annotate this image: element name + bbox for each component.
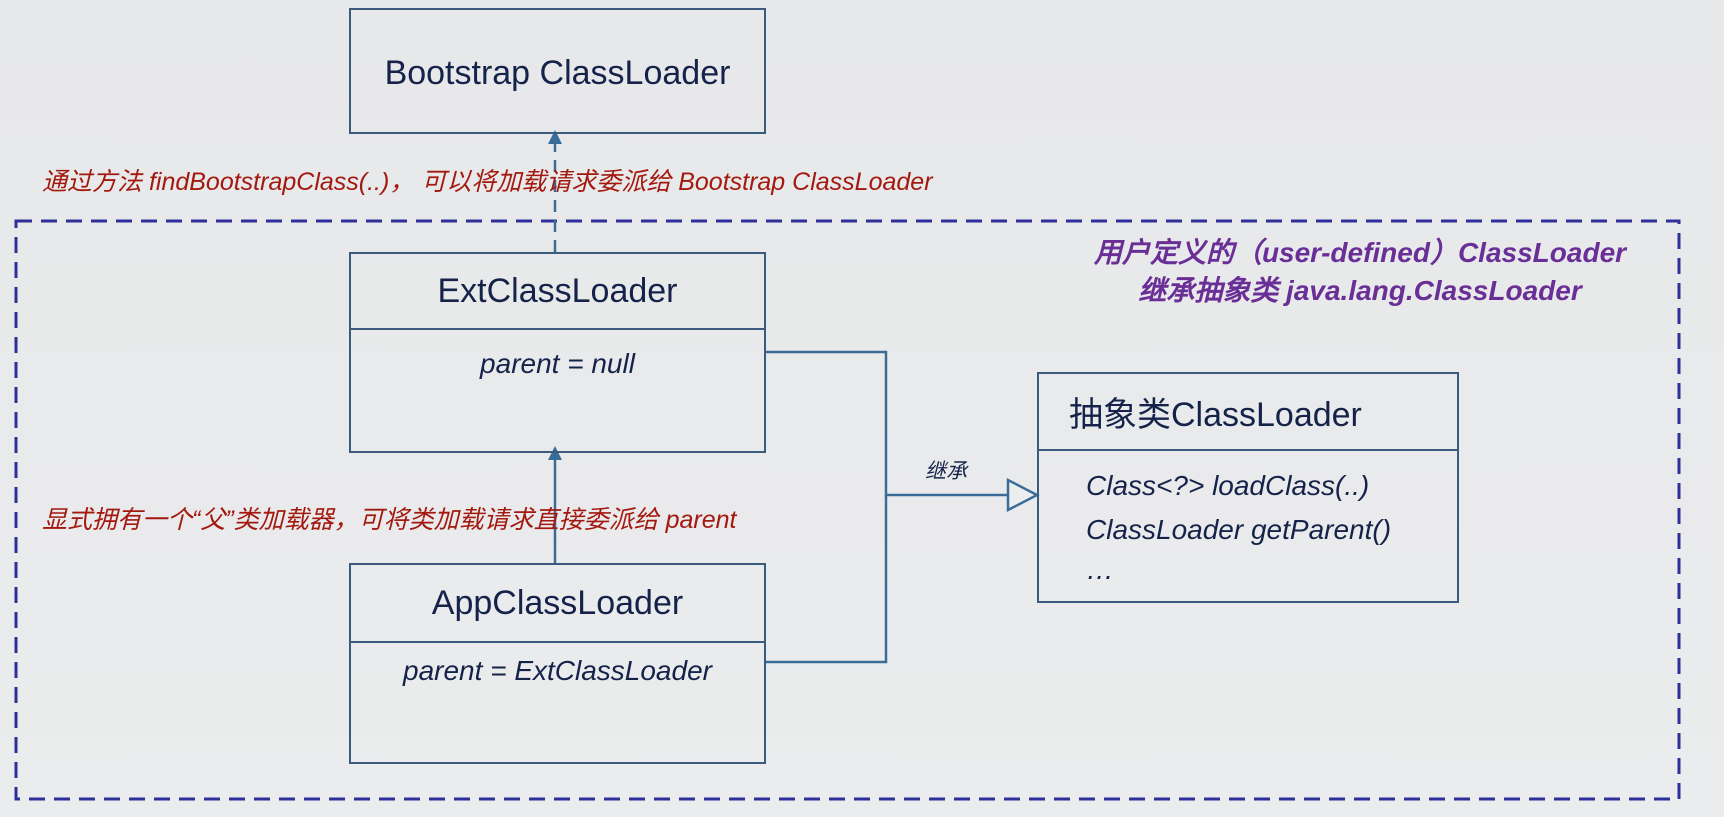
- user-defined-line-2: 继承抽象类 java.lang.ClassLoader: [1138, 275, 1582, 306]
- user-defined-label: 用户定义的（user-defined）ClassLoader 继承抽象类 jav…: [1050, 234, 1670, 310]
- user-defined-region: [14, 219, 1681, 801]
- bootstrap-classloader-title: Bootstrap ClassLoader: [384, 53, 731, 92]
- ext-inherit-line: [765, 350, 1008, 497]
- ext-classloader-box: ExtClassLoader parent = null: [349, 252, 766, 453]
- ext-parent-field: parent = null: [480, 348, 635, 379]
- app-parent-field: parent = ExtClassLoader: [403, 655, 712, 686]
- explicit-parent-note: 显式拥有一个“父”类加载器，可将类加载请求直接委派给 parent: [42, 506, 737, 534]
- app-inherit-line: [765, 495, 888, 664]
- find-bootstrap-note: 通过方法 findBootstrapClass(..)， 可以将加载请求委派给 …: [42, 168, 933, 196]
- user-defined-line-1: 用户定义的（user-defined）ClassLoader: [1093, 237, 1627, 268]
- method-item: Class<?> loadClass(..): [1086, 470, 1370, 501]
- ext-classloader-title: ExtClassLoader: [351, 254, 764, 330]
- abstract-classloader-box: 抽象类ClassLoader Class<?> loadClass(..) Cl…: [1037, 372, 1459, 603]
- app-classloader-box: AppClassLoader parent = ExtClassLoader: [349, 563, 766, 764]
- app-classloader-title: AppClassLoader: [351, 565, 764, 643]
- method-item: …: [1086, 554, 1114, 585]
- inherit-label: 继承: [925, 460, 967, 483]
- abstract-classloader-title: 抽象类ClassLoader: [1039, 374, 1457, 451]
- method-item: ClassLoader getParent(): [1086, 514, 1392, 545]
- bootstrap-classloader-box: Bootstrap ClassLoader: [349, 8, 766, 134]
- method-list: Class<?> loadClass(..) ClassLoader getPa…: [1039, 464, 1457, 588]
- inherit-triangle: [1006, 477, 1040, 513]
